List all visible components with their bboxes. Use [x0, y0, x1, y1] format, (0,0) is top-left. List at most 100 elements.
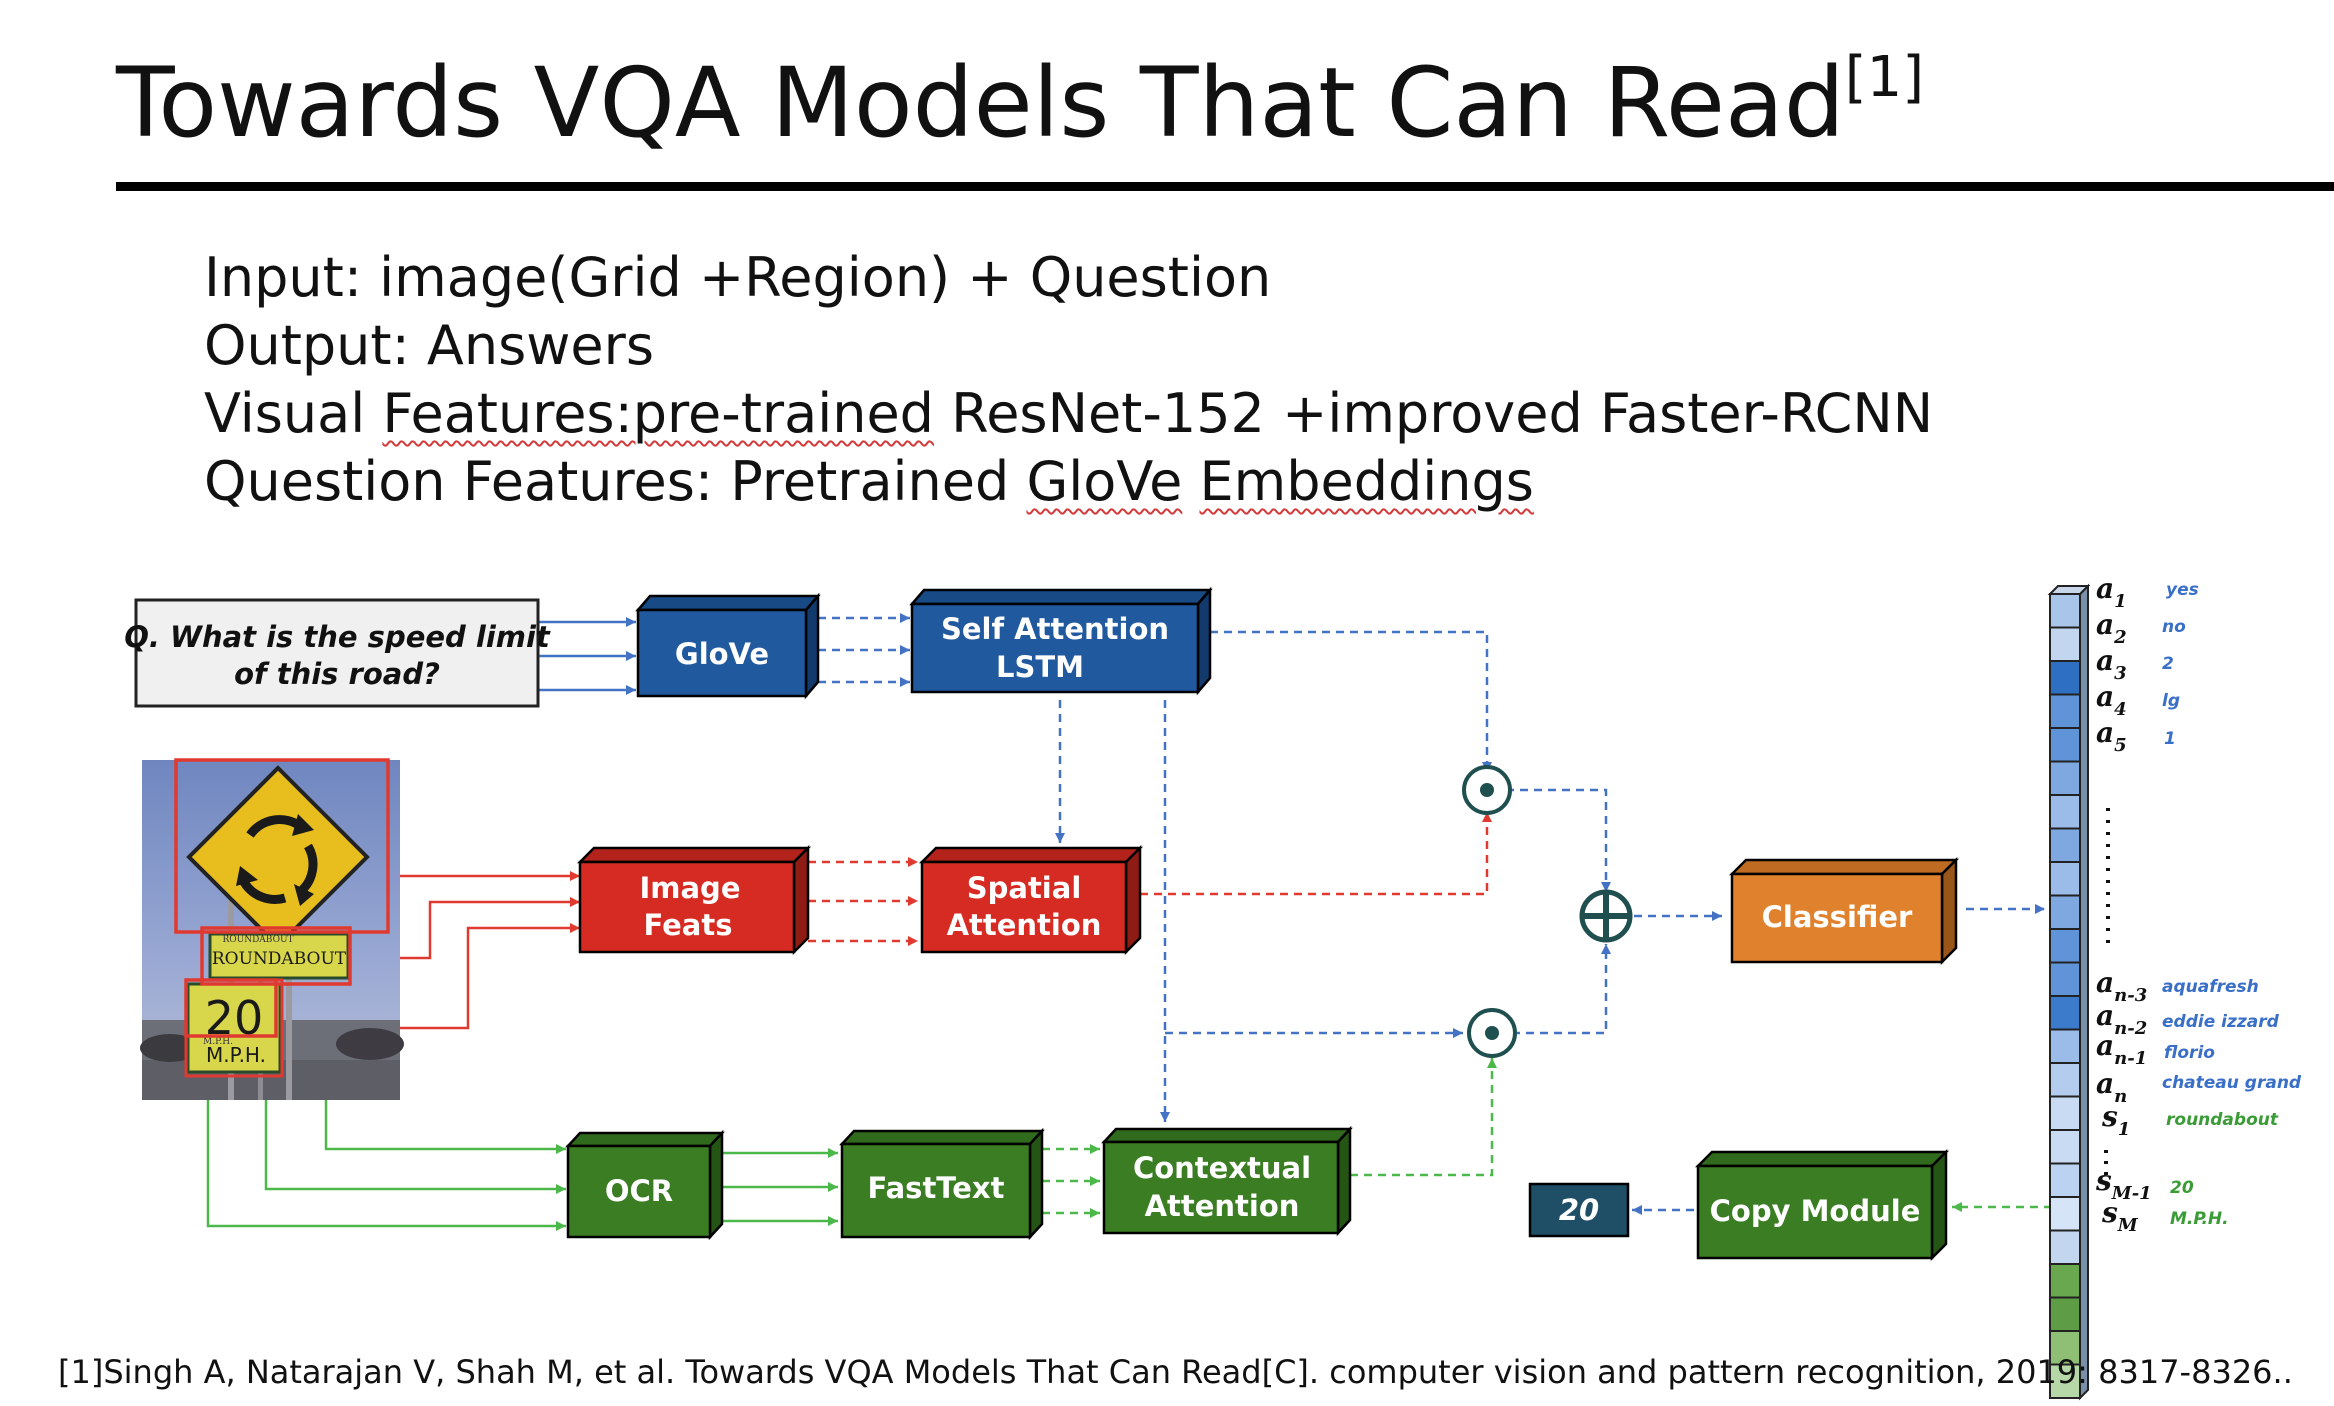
- arrow-odot-bottom-oplus: [1512, 944, 1611, 1035]
- vocab-label-base: a: [2096, 1067, 2114, 1100]
- vocab-cell: [2049, 928, 2081, 964]
- image-feats-line1: Image: [639, 871, 740, 905]
- photo-sign-roundabout-small: ROUNDABOUT: [222, 935, 293, 945]
- slide-title: Towards VQA Models That Can Read[1]: [116, 18, 1924, 163]
- vocab-cell: [2049, 1062, 2081, 1098]
- vocab-cell: [2049, 827, 2081, 863]
- vocab-value: 1: [2164, 729, 2176, 749]
- vocab-value: M.P.H.: [2170, 1209, 2229, 1229]
- vocab-cell: [2049, 1095, 2081, 1131]
- bullet-question-features: Question Features: Pretrained GloVe Embe…: [204, 448, 1933, 516]
- vocab-value: 20: [2170, 1178, 2194, 1198]
- ocr-token-cell: [2049, 1296, 2081, 1332]
- bullet-visual-suffix: ResNet-152 +improved Faster-RCNN: [933, 382, 1934, 445]
- contextual-attention-line1: Contextual: [1133, 1151, 1311, 1185]
- vocab-label-sub: n-2: [2114, 1018, 2147, 1039]
- self-attention-box: Self Attention LSTM: [909, 586, 1213, 696]
- vocab-label-sub: 5: [2114, 735, 2127, 756]
- bullet-visual-squig: Features:pre-trained: [382, 382, 934, 445]
- self-attention-line1: Self Attention: [941, 612, 1169, 646]
- self-attention-line2: LSTM: [996, 650, 1084, 684]
- vocab-labels: a1a2a3a4a5an-3an-2an-1ans1sM-1sMyesno2lg…: [2095, 572, 2302, 1236]
- vocab-label-sub: n-3: [2114, 985, 2147, 1006]
- bullet-output: Output: Answers: [204, 314, 654, 377]
- contextual-attention-box: Contextual Attention: [1101, 1125, 1353, 1237]
- vocab-label-base: s: [2095, 1164, 2112, 1197]
- vocab-label-base: a: [2096, 966, 2114, 999]
- vocab-label: a2: [2096, 608, 2127, 648]
- vocab-cell: [2049, 995, 2081, 1031]
- vocab-label: a1: [2096, 572, 2127, 612]
- vocab-value: eddie izzard: [2162, 1012, 2280, 1032]
- vocab-label-base: s: [2101, 1196, 2118, 1229]
- vocab-value: no: [2162, 617, 2186, 637]
- vocab-label: an-2: [2096, 999, 2147, 1039]
- vocab-column-top: [2047, 585, 2091, 595]
- vocab-cell: [2049, 593, 2081, 629]
- vocab-label: a4: [2096, 680, 2127, 720]
- bullet-question-glove: GloVe: [1026, 450, 1183, 513]
- vocab-column: [2047, 583, 2091, 1401]
- vocab-cell: [2049, 794, 2081, 830]
- vocab-label: a5: [2096, 716, 2127, 756]
- vocab-value: 2: [2162, 654, 2174, 674]
- slide-title-text: Towards VQA Models That Can Read: [116, 47, 1845, 159]
- classifier-label: Classifier: [1762, 900, 1913, 934]
- vocab-label-base: a: [2096, 608, 2114, 641]
- spatial-attention-line2: Attention: [947, 908, 1102, 942]
- vocab-value: roundabout: [2166, 1110, 2279, 1130]
- vocab-label-base: a: [2096, 999, 2114, 1032]
- vocab-label-base: a: [2096, 572, 2114, 605]
- vocab-cell: [2049, 727, 2081, 763]
- vocab-cell: [2049, 894, 2081, 930]
- vocab-cell: [2049, 660, 2081, 696]
- ocr-token-cell: [2049, 1363, 2081, 1399]
- copy-module-box: Copy Module: [1694, 1148, 1950, 1262]
- vocab-label-base: a: [2096, 680, 2114, 713]
- vocab-label-sub: n: [2114, 1086, 2127, 1107]
- arrow-spatial-odot-top: [1140, 812, 1492, 896]
- vocab-cell: [2049, 1196, 2081, 1232]
- arrow-odot-top-oplus: [1506, 788, 1611, 892]
- vocab-label: an-1: [2096, 1029, 2147, 1069]
- vocab-label: an-3: [2096, 966, 2147, 1006]
- photo-sign-mph: M.P.H.: [206, 1043, 266, 1067]
- question-line2: of this road?: [234, 657, 440, 691]
- bullet-question-embeddings: Embeddings: [1199, 450, 1534, 513]
- spatial-attention-line1: Spatial: [967, 871, 1082, 905]
- oplus-operator-icon: [1579, 889, 1633, 943]
- bullet-question-prefix: Question Features: Pretrained: [204, 450, 1027, 513]
- answer-box: 20: [1528, 1182, 1630, 1238]
- image-feats-box: Image Feats: [576, 844, 812, 956]
- bullet-input: Input: image(Grid +Region) + Question: [204, 246, 1272, 309]
- vocab-label: sM: [2101, 1196, 2139, 1236]
- vocab-label-sub: M-1: [2111, 1183, 2152, 1204]
- ocr-label: OCR: [605, 1174, 673, 1208]
- classifier-box: Classifier: [1728, 856, 1960, 966]
- vocab-cell: [2049, 760, 2081, 796]
- vocab-value: aquafresh: [2162, 977, 2259, 997]
- roundabout-sign-icon: [186, 765, 370, 949]
- question-line1: Q. What is the speed limit: [124, 620, 551, 654]
- vocab-label: s1: [2101, 1100, 2130, 1140]
- footnote: [1]Singh A, Natarajan V, Shah M, et al. …: [58, 1353, 2293, 1391]
- ocr-token-cell: [2049, 1263, 2081, 1299]
- image-feats-line2: Feats: [644, 908, 733, 942]
- vocab-value: florio: [2164, 1043, 2215, 1063]
- vocab-label-sub: M: [2117, 1215, 2139, 1236]
- fasttext-box: FastText: [839, 1127, 1045, 1241]
- vocab-value: lg: [2162, 691, 2180, 711]
- vocab-column-side: [2079, 583, 2089, 1401]
- vocab-cell: [2049, 693, 2081, 729]
- vocab-cell: [2049, 1129, 2081, 1165]
- vocab-cell: [2049, 861, 2081, 897]
- vocab-cell: [2049, 1229, 2081, 1265]
- vocab-label-sub: 2: [2113, 627, 2127, 648]
- vocab-label-base: a: [2096, 1029, 2114, 1062]
- detection-box-diamond: [174, 758, 390, 934]
- glove-box: GloVe: [635, 592, 821, 700]
- vocab-label-base: s: [2101, 1100, 2118, 1133]
- title-divider: [116, 182, 2334, 191]
- vocab-cell: [2049, 1162, 2081, 1198]
